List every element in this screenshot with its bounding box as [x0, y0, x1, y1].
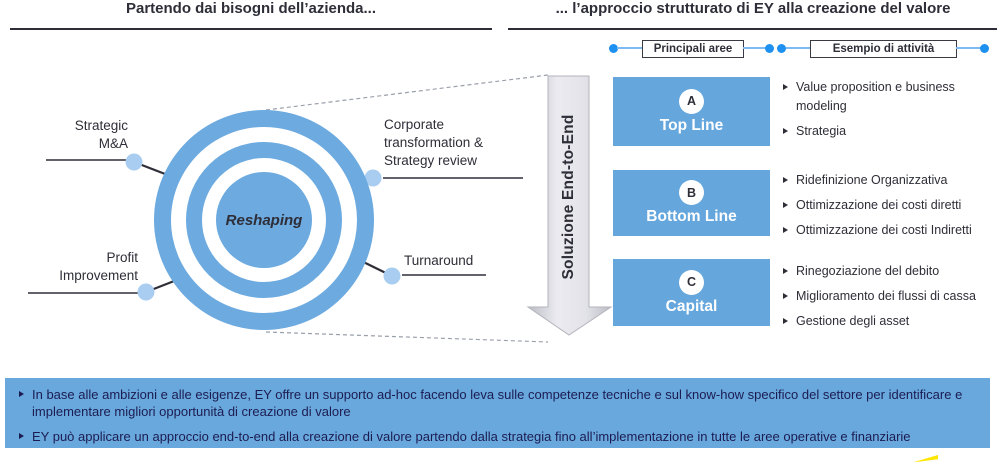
list-item: Value proposition e business modeling — [783, 78, 1004, 116]
right-title-rule — [508, 28, 997, 30]
reshaping-label: Reshaping — [225, 211, 303, 229]
bullet-triangle-icon — [783, 317, 788, 324]
list-item: Ottimizzazione dei costi diretti — [783, 196, 1004, 215]
area-title: Capital — [665, 297, 718, 315]
legend-connector — [743, 47, 767, 49]
turnaround-dot-icon — [383, 267, 401, 285]
bullet-triangle-icon — [783, 84, 788, 90]
right-column-title: ... l’approccio strutturato di EY alla c… — [555, 0, 951, 17]
list-item-label: Miglioramento dei flussi di cassa — [796, 288, 976, 303]
area-letter-badge: C — [679, 269, 704, 295]
list-item-label: Ottimizzazione dei costi diretti — [796, 197, 962, 212]
list-item-label: Value proposition e business modeling — [796, 80, 955, 113]
need-corporate-transformation: Corporate transformation & Strategy revi… — [384, 117, 484, 168]
list-item: Gestione degli asset — [783, 312, 1004, 331]
left-title-rule — [10, 28, 492, 30]
area-letter-badge: A — [679, 88, 704, 114]
footer-bullet: EY può applicare un approccio end-to-end… — [19, 429, 976, 446]
bullet-triangle-icon — [783, 177, 788, 183]
bullet-triangle-icon — [783, 292, 788, 299]
legend-activity-examples: Esempio di attività — [810, 40, 957, 58]
end-to-end-arrow-label: Soluzione End-to-End — [560, 114, 577, 280]
funnel-dashed-line-bottom — [265, 331, 549, 343]
footer-bullet: In base alle ambizioni e alle esigenze, … — [19, 387, 976, 421]
footer-bullet-text: EY può applicare un approccio end-to-end… — [32, 428, 911, 444]
profit-improvement-dot-icon — [137, 283, 155, 301]
list-item-label: Rinegoziazione del debito — [796, 264, 940, 278]
end-to-end-arrow — [526, 75, 613, 336]
left-column-title: Partendo dai bisogni dell’azienda... — [125, 0, 377, 17]
ey-beam-logo-icon — [914, 455, 938, 462]
legend-dot-icon — [980, 44, 989, 53]
list-item: Rinegoziazione del debito — [783, 262, 1004, 281]
list-item: Strategia — [783, 122, 1004, 141]
area-box-capital: C Capital — [613, 259, 770, 326]
strategic-ma-dot-icon — [125, 153, 143, 171]
area-box-bottom-line: B Bottom Line — [613, 170, 770, 236]
key-messages-band: In base alle ambizioni e alle esigenze, … — [5, 378, 990, 448]
reshaping-core: Reshaping — [216, 172, 312, 268]
legend-connector — [956, 47, 981, 49]
need-strategic-ma: Strategic M&A — [74, 118, 128, 151]
bullet-triangle-icon — [783, 268, 788, 274]
reshaping-ring-gap: Reshaping — [171, 127, 357, 313]
list-item: Ridefinizione Organizzativa — [783, 171, 1004, 190]
list-item-label: Ottimizzazione dei costi Indiretti — [796, 222, 972, 237]
activity-list-top-line: Value proposition e business modeling St… — [783, 78, 1004, 146]
area-title: Top Line — [659, 116, 724, 134]
area-letter-badge: B — [679, 180, 704, 205]
reshaping-ring-gap: Reshaping — [202, 158, 326, 282]
legend-principal-areas: Principali aree — [642, 40, 744, 58]
reshaping-ring-middle: Reshaping — [186, 142, 342, 298]
activity-list-bottom-line: Ridefinizione Organizzativa Ottimizzazio… — [783, 171, 1004, 245]
area-title: Bottom Line — [646, 208, 737, 225]
legend-dot-icon — [765, 44, 774, 53]
reshaping-ring-outer: Reshaping — [154, 110, 374, 330]
footer-bullet-text: In base alle ambizioni e alle esigenze, … — [32, 387, 963, 419]
list-item: Ottimizzazione dei costi Indiretti — [783, 221, 1004, 240]
legend-connector — [617, 47, 643, 49]
list-item-label: Ridefinizione Organizzativa — [796, 173, 948, 187]
bullet-triangle-icon — [783, 226, 788, 233]
legend-connector — [786, 47, 810, 49]
bullet-triangle-icon — [19, 432, 24, 439]
bullet-triangle-icon — [783, 201, 788, 208]
activity-list-capital: Rinegoziazione del debito Miglioramento … — [783, 262, 1004, 336]
need-profit-improvement: Profit Improvement — [59, 250, 138, 283]
area-box-top-line: A Top Line — [613, 77, 770, 146]
list-item-label: Gestione degli asset — [796, 313, 910, 328]
legend-dot-icon — [609, 44, 618, 53]
legend-dot-icon — [777, 44, 786, 53]
corporate-dot-icon — [364, 169, 382, 187]
funnel-dashed-line-top — [265, 74, 549, 111]
bullet-triangle-icon — [783, 127, 788, 134]
list-item-label: Strategia — [796, 123, 847, 138]
bullet-triangle-icon — [19, 391, 24, 397]
need-turnaround: Turnaround — [404, 253, 474, 268]
list-item: Miglioramento dei flussi di cassa — [783, 287, 1004, 306]
